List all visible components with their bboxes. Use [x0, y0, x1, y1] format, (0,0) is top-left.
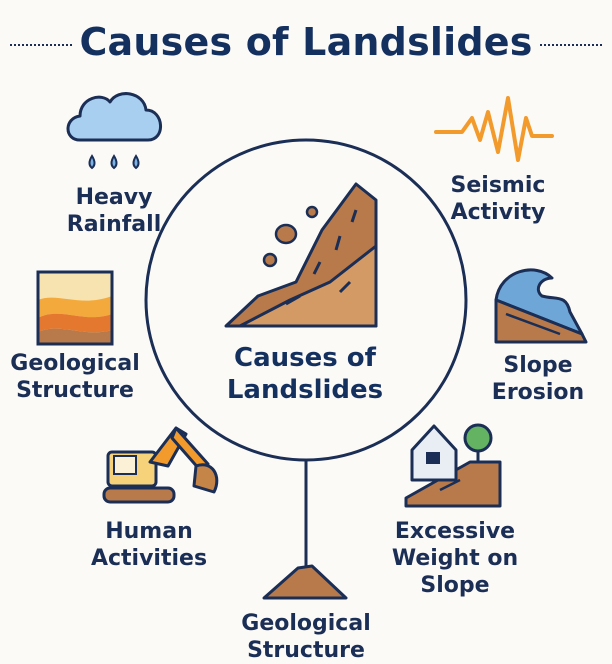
cause-label-line1: Excessive — [394, 519, 516, 544]
soil-mound-icon — [262, 564, 348, 600]
cause-label-line2: Erosion — [491, 380, 585, 405]
cause-human-activities: Human Activities — [74, 518, 224, 572]
cause-label-line1: Heavy — [75, 185, 153, 210]
cause-slope-erosion: Slope Erosion — [468, 352, 608, 406]
cause-label-line2: Rainfall — [66, 212, 162, 237]
cause-label-line2: Activities — [90, 546, 208, 571]
rock-layers-icon — [36, 270, 114, 346]
center-label: Causes of Landslides — [200, 342, 410, 406]
cause-label-line3: Slope — [420, 573, 490, 598]
cause-seismic-activity: Seismic Activity — [428, 172, 568, 226]
excavator-icon — [102, 426, 219, 504]
title-left-dots — [10, 44, 72, 46]
cause-label-line2: Structure — [16, 378, 134, 403]
wave-erosion-icon — [494, 268, 588, 344]
center-label-line2: Landslides — [226, 375, 384, 405]
landslide-icon — [224, 182, 378, 328]
center-label-line1: Causes of — [234, 343, 376, 373]
cause-excessive-weight: Excessive Weight on Slope — [380, 518, 530, 599]
title-right-dots — [540, 44, 602, 46]
cause-label-line1: Seismic — [450, 173, 546, 198]
cause-geological-structure-bottom: Geological Structure — [226, 610, 386, 664]
title-row: Causes of Landslides — [0, 14, 612, 74]
cause-label-line2: Weight on — [391, 546, 519, 571]
cause-label-line1: Geological — [241, 611, 371, 636]
cause-label-line2: Activity — [450, 200, 546, 225]
house-on-slope-icon — [404, 423, 502, 508]
rain-cloud-icon — [66, 92, 162, 170]
cause-label-line1: Geological — [10, 351, 140, 376]
seismic-wave-icon — [434, 96, 554, 162]
cause-heavy-rainfall: Heavy Rainfall — [44, 184, 184, 238]
cause-label-line2: Structure — [247, 638, 365, 663]
cause-geological-structure-left: Geological Structure — [0, 350, 150, 404]
cause-label-line1: Slope — [503, 353, 573, 378]
page-title: Causes of Landslides — [79, 20, 533, 64]
cause-label-line1: Human — [105, 519, 193, 544]
